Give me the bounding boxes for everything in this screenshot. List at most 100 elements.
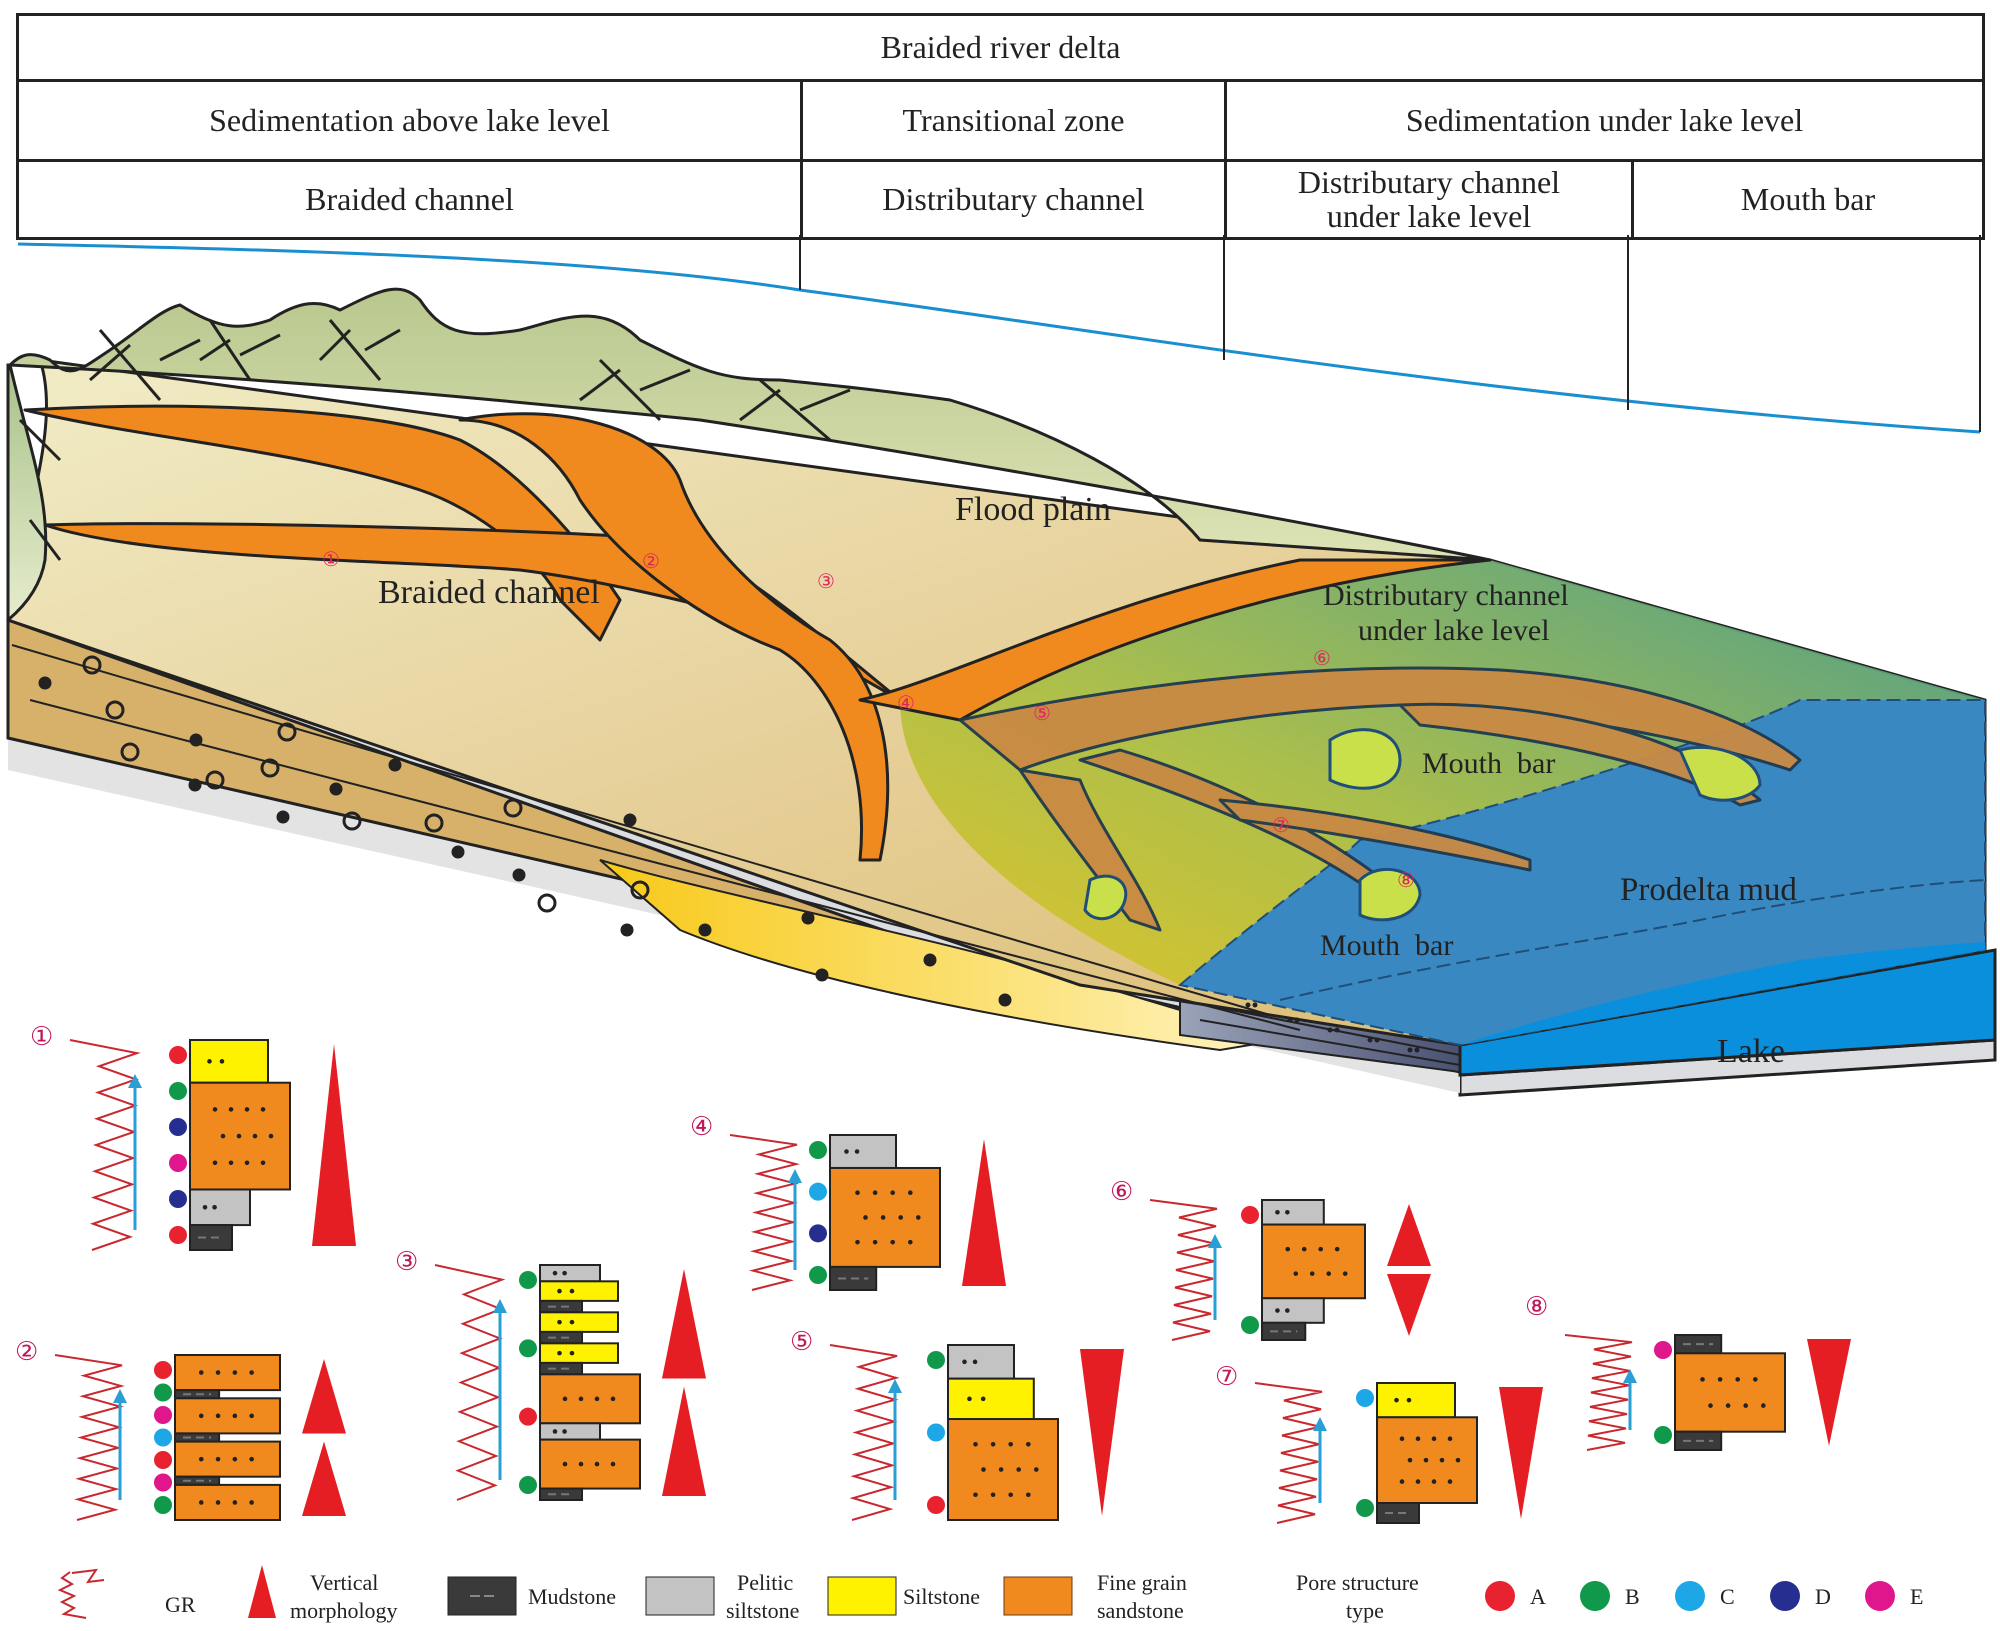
vertical-morphology-triangle xyxy=(1807,1339,1851,1446)
header-braided-channel: Braided channel xyxy=(16,159,803,240)
log-id-label: ⑤ xyxy=(790,1327,813,1357)
legend-gr-label: GR xyxy=(165,1592,196,1617)
lithology-texture-dot xyxy=(249,1456,254,1462)
lithology-texture-dot xyxy=(228,1107,234,1112)
lithology-layer xyxy=(539,1422,601,1441)
pore-type-dot-C xyxy=(809,1182,827,1201)
lithology-texture-dot xyxy=(1301,1246,1307,1252)
lithology-texture-dot xyxy=(219,1059,225,1064)
lithology-texture-dot xyxy=(973,1441,978,1447)
log-id-label: ② xyxy=(15,1337,38,1367)
lithology-texture-dot xyxy=(198,1500,204,1505)
lithology-texture-dot xyxy=(220,1133,226,1139)
legend-mudstone-swatch xyxy=(447,1576,517,1616)
marker-5: ⑤ xyxy=(1033,703,1051,725)
log-column-4: ④ xyxy=(690,1112,1006,1292)
lithology-layer xyxy=(1261,1199,1325,1226)
lithology-texture-dot xyxy=(249,1413,254,1419)
pore-type-dot-B xyxy=(519,1476,537,1494)
log-column-3: ③ xyxy=(395,1247,706,1502)
legend-vertical-morphology-icon xyxy=(248,1565,276,1618)
label-prodelta-mud: Prodelta mud xyxy=(1620,872,1797,908)
legend-fine-sandstone-swatch xyxy=(1003,1576,1073,1616)
lithology-texture-dot xyxy=(249,1500,254,1505)
lithology-layer xyxy=(174,1397,281,1435)
trend-arrow-head xyxy=(113,1389,127,1403)
lithology-texture-dot xyxy=(569,1350,575,1356)
lithology-texture-dot xyxy=(202,1204,208,1210)
lithology-texture-dot xyxy=(1285,1308,1290,1313)
gr-curve xyxy=(829,1344,900,1521)
vertical-morphology-triangle xyxy=(662,1386,706,1496)
legend-pore-label-E: E xyxy=(1910,1584,1923,1609)
lithology-layer xyxy=(1261,1223,1366,1300)
pore-type-dot-D xyxy=(809,1224,827,1243)
lithology-texture-dot xyxy=(1415,1479,1421,1484)
legend-pore-dot-E xyxy=(1865,1581,1895,1611)
lithology-texture-dot xyxy=(1753,1377,1758,1382)
pore-type-dot-B xyxy=(519,1271,537,1289)
log-column-6: ⑥ xyxy=(1110,1177,1431,1341)
lithology-texture-dot xyxy=(1275,1209,1280,1215)
legend-siltstone-label: Siltstone xyxy=(903,1584,980,1609)
lithology-texture-dot xyxy=(1334,1246,1340,1252)
lithology-texture-dot xyxy=(198,1413,204,1419)
lithology-texture-dot xyxy=(916,1215,921,1220)
lithology-texture-dot xyxy=(260,1107,266,1112)
lithology-layer xyxy=(539,1373,641,1425)
pore-type-dot-B xyxy=(809,1266,827,1284)
lithology-texture-dot xyxy=(1708,1403,1713,1408)
legend-pore-dot-D xyxy=(1770,1581,1800,1611)
lithology-texture-dot xyxy=(207,1059,212,1064)
gravel-symbols xyxy=(38,655,1012,1007)
lithology-texture-dot xyxy=(972,1359,978,1365)
lithology-texture-dot xyxy=(557,1288,562,1294)
gr-curve xyxy=(434,1264,506,1501)
gr-curve xyxy=(69,1039,141,1251)
vertical-morphology-triangle xyxy=(1387,1274,1431,1336)
lithology-layer xyxy=(1261,1297,1325,1324)
lithology-texture-dot xyxy=(1447,1436,1453,1442)
legend-pore-dot-C xyxy=(1675,1581,1705,1611)
lithology-texture-dot xyxy=(1725,1403,1731,1408)
lithology-texture-dot xyxy=(198,1370,204,1375)
trend-arrow-head xyxy=(128,1074,142,1088)
lithology-texture-dot xyxy=(1275,1308,1280,1313)
lithology-layer xyxy=(947,1377,1035,1421)
gr-curve xyxy=(1149,1199,1218,1341)
lithology-texture-dot xyxy=(1399,1479,1405,1484)
marker-4: ④ xyxy=(897,693,915,715)
lithology-texture-dot xyxy=(854,1149,860,1154)
pore-type-dot-B xyxy=(169,1082,187,1100)
lithology-texture-dot xyxy=(212,1204,217,1210)
lithology-texture-dot xyxy=(244,1160,250,1166)
pore-type-dot-B xyxy=(927,1351,945,1369)
pore-type-dot-B xyxy=(519,1339,537,1358)
legend-pelitic-siltstone-swatch xyxy=(645,1576,715,1616)
lithology-texture-dot xyxy=(1008,1441,1013,1447)
legend-pelitic-siltstone-line2: siltstone xyxy=(726,1598,799,1623)
lithology-texture-dot xyxy=(880,1215,886,1220)
lake-strip xyxy=(1460,942,1985,1045)
vertical-morphology-triangle xyxy=(1387,1204,1431,1266)
marker-6: ⑥ xyxy=(1313,648,1331,670)
log-column-5: ⑤ xyxy=(790,1327,1124,1521)
vertical-morphology-triangle xyxy=(1499,1387,1543,1519)
lithology-texture-dot xyxy=(232,1500,238,1505)
lithology-texture-dot xyxy=(215,1413,221,1419)
lithology-texture-dot xyxy=(594,1396,600,1402)
lithology-texture-dot xyxy=(1342,1271,1348,1276)
legend-pore-label-C: C xyxy=(1720,1584,1735,1609)
legend-pore-structure-line1: Pore structure xyxy=(1296,1570,1419,1595)
lithology-texture-dot xyxy=(552,1270,558,1276)
legend-pore-label-B: B xyxy=(1625,1584,1640,1609)
pore-type-dot-B xyxy=(1356,1499,1374,1517)
lake-level-line xyxy=(17,242,1981,434)
lithology-layer xyxy=(189,1188,251,1227)
lithology-texture-dot xyxy=(594,1461,600,1467)
pore-type-dot-C xyxy=(1356,1389,1374,1407)
mountain-ridge-strokes xyxy=(18,319,851,561)
lithology-texture-dot xyxy=(1394,1397,1399,1403)
